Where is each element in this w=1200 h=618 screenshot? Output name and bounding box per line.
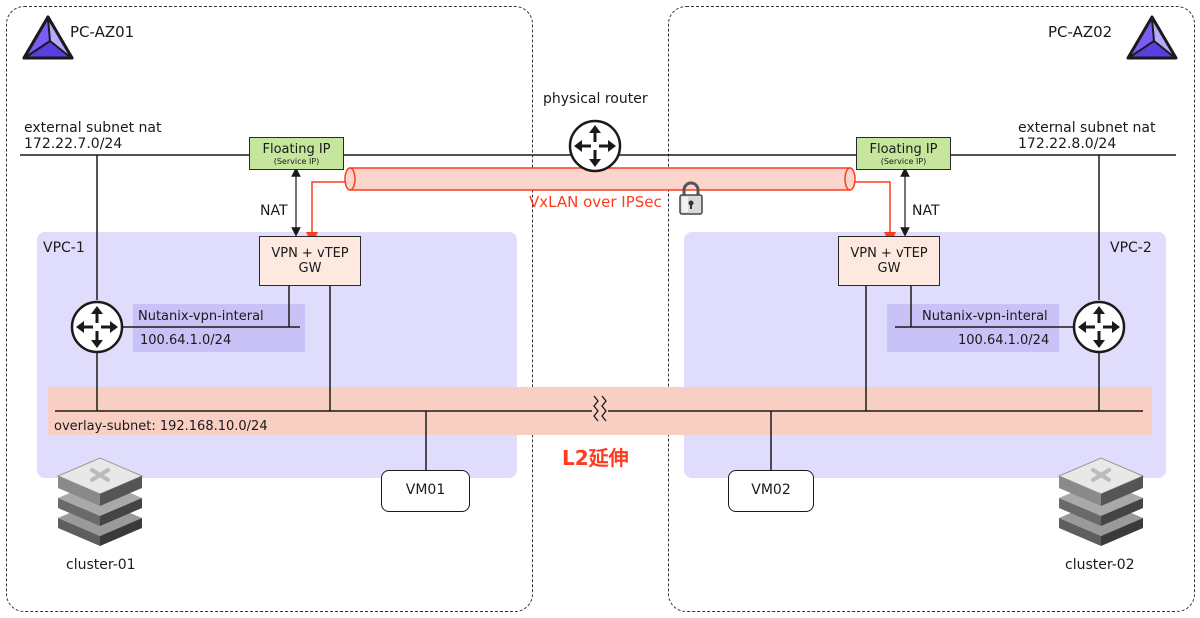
external-subnet-cidr-az02: 172.22.8.0/24	[1018, 136, 1117, 152]
router-icon	[70, 300, 124, 354]
cluster-name-az01: cluster-01	[66, 557, 136, 573]
tunnel-connector-az02	[855, 181, 896, 244]
internal-subnet-cidr-az02: 100.64.1.0/24	[958, 333, 1050, 348]
internal-subnet-name-az01: Nutanix-vpn-interal	[138, 309, 264, 324]
physical-router-label: physical router	[543, 91, 648, 107]
overlay-subnet-label: overlay-subnet: 192.168.10.0/24	[54, 419, 268, 434]
prism-central-icon	[22, 15, 74, 60]
prism-central-icon	[1126, 15, 1178, 60]
server-stack-icon	[1057, 457, 1145, 546]
internal-subnet-az02	[887, 304, 1059, 352]
vpc-label-2: VPC-2	[1110, 240, 1152, 256]
l2-extension-label: L2延伸	[562, 446, 629, 470]
tunnel-connector-az01	[306, 181, 346, 244]
lock-icon	[679, 181, 703, 215]
router-icon	[1072, 300, 1126, 354]
internal-subnet-az01	[133, 304, 305, 352]
floating-ip-az01: Floating IP (Service IP)	[249, 137, 344, 170]
gateway-line2: GW	[877, 261, 901, 276]
gateway-line1: VPN + vTEP	[271, 246, 349, 261]
floating-ip-label: Floating IP	[262, 142, 331, 157]
vm-az01: VM01	[381, 470, 470, 512]
floating-ip-az02: Floating IP (Service IP)	[856, 137, 951, 170]
external-subnet-label-az01: external subnet nat	[24, 120, 162, 136]
vxlan-tunnel-pipe	[344, 167, 856, 191]
nat-label-az01: NAT	[260, 203, 288, 219]
server-stack-icon	[56, 457, 144, 546]
external-subnet-label-az02: external subnet nat	[1018, 120, 1156, 136]
internal-subnet-cidr-az01: 100.64.1.0/24	[140, 333, 232, 348]
floating-ip-sublabel: (Service IP)	[273, 157, 320, 166]
vpn-vtep-gateway-az02: VPN + vTEP GW	[838, 236, 940, 286]
nat-label-az02: NAT	[912, 203, 940, 219]
external-subnet-cidr-az01: 172.22.7.0/24	[24, 136, 123, 152]
internal-subnet-name-az02: Nutanix-vpn-interal	[922, 309, 1048, 324]
vpc-label-1: VPC-1	[43, 240, 85, 256]
site-name-az02: PC-AZ02	[1048, 23, 1113, 41]
site-name-az01: PC-AZ01	[70, 23, 135, 41]
gateway-line2: GW	[298, 261, 322, 276]
floating-ip-sublabel: (Service IP)	[880, 157, 927, 166]
site-az01	[6, 6, 533, 612]
cluster-name-az02: cluster-02	[1065, 557, 1135, 573]
gateway-line1: VPN + vTEP	[850, 246, 928, 261]
site-az02	[668, 6, 1195, 612]
wan-break-icon	[593, 395, 607, 422]
router-icon	[568, 119, 622, 173]
tunnel-label: VxLAN over IPSec	[529, 193, 662, 211]
vm-az02: VM02	[728, 470, 814, 512]
vpn-vtep-gateway-az01: VPN + vTEP GW	[259, 236, 361, 286]
floating-ip-label: Floating IP	[869, 142, 938, 157]
